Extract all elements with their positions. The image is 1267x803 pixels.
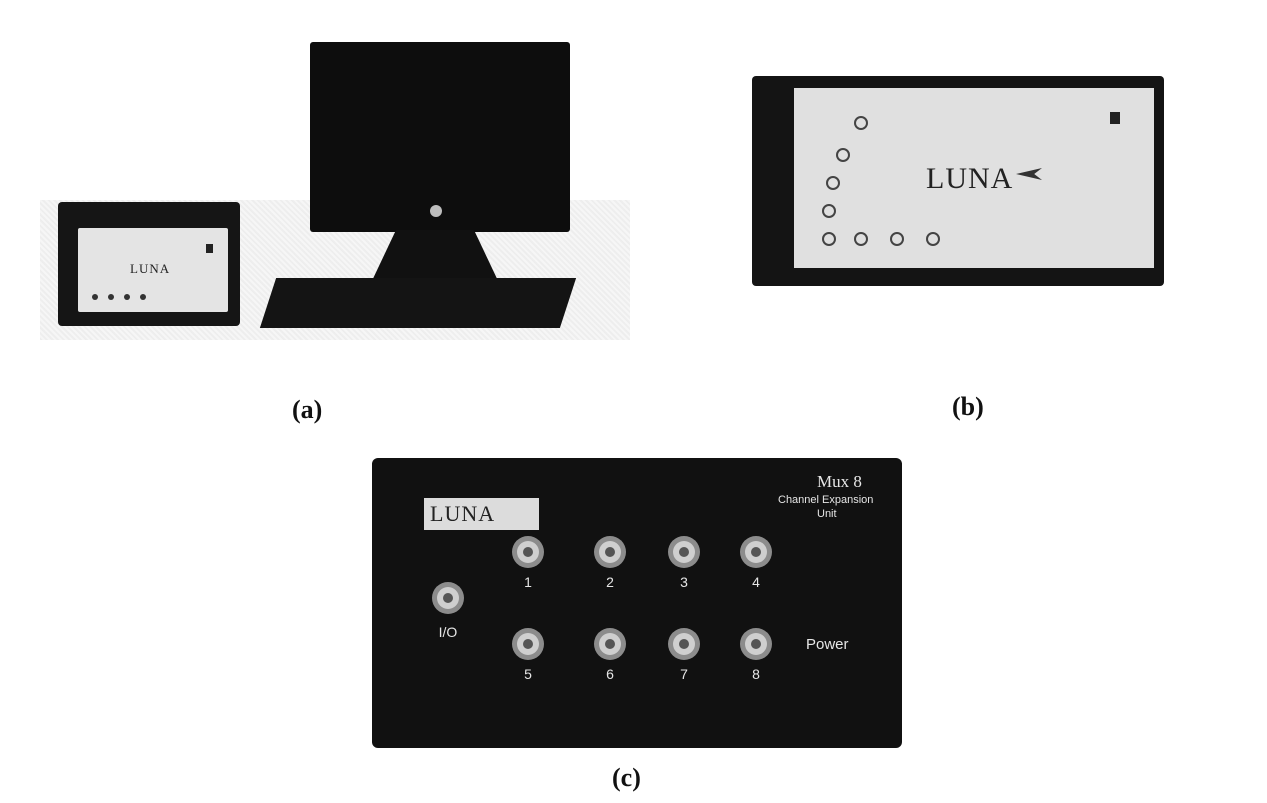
instrument-logo: LUNA — [130, 261, 171, 276]
monitor-power-icon — [430, 205, 442, 217]
power-label: Power — [806, 636, 849, 653]
panel-c: LUNA Mux 8 Channel Expansion Unit I/O 1 … — [368, 450, 903, 755]
caption-c: (c) — [612, 763, 641, 792]
connector-icon — [108, 294, 114, 300]
port-3-connector-icon — [668, 536, 700, 568]
port-5-connector-icon — [512, 628, 544, 660]
mux-subtitle-2: Unit — [817, 508, 837, 520]
connector-icon — [926, 232, 940, 246]
port-8-connector-icon — [740, 628, 772, 660]
mux-subtitle-1: Channel Expansion — [778, 494, 874, 506]
port-6-connector-icon — [594, 628, 626, 660]
port-2-label: 2 — [606, 574, 614, 590]
connector-icon — [854, 116, 868, 130]
connector-icon — [140, 294, 146, 300]
port-8-label: 8 — [752, 666, 760, 682]
port-4-label: 4 — [752, 574, 760, 590]
scanner-faceplate: LUNA — [794, 88, 1154, 268]
io-label: I/O — [438, 624, 458, 640]
scanner-logo: LUNA — [926, 162, 1014, 195]
mux-logo: LUNA — [430, 501, 496, 526]
connector-icon — [124, 294, 130, 300]
io-connector-icon — [432, 582, 464, 614]
mux-logo-plate: LUNA — [424, 498, 539, 530]
connector-icon — [836, 148, 850, 162]
port-5-label: 5 — [524, 666, 532, 682]
connector-icon — [92, 294, 98, 300]
connector-icon — [854, 232, 868, 246]
mux-title: Mux 8 — [817, 472, 862, 491]
caption-b: (b) — [952, 392, 984, 421]
port-7-label: 7 — [680, 666, 688, 682]
led-icon — [1016, 168, 1042, 180]
port-1-connector-icon — [512, 536, 544, 568]
connector-icon — [826, 176, 840, 190]
mux-box: LUNA Mux 8 Channel Expansion Unit I/O 1 … — [372, 458, 902, 748]
scanner-box: LUNA — [752, 76, 1164, 286]
connector-icon — [890, 232, 904, 246]
indicator-icon — [1110, 112, 1120, 124]
port-4-connector-icon — [740, 536, 772, 568]
led-icon — [206, 244, 213, 253]
instrument-faceplate: LUNA — [78, 228, 228, 312]
port-3-label: 3 — [680, 574, 688, 590]
port-2-connector-icon — [594, 536, 626, 568]
panel-a: LUNA — [40, 30, 630, 350]
caption-a: (a) — [292, 395, 323, 424]
panel-b: LUNA — [748, 72, 1168, 292]
port-7-connector-icon — [668, 628, 700, 660]
monitor-base — [259, 278, 577, 328]
connector-icon — [822, 204, 836, 218]
instrument-box: LUNA — [58, 202, 240, 326]
monitor-screen — [310, 42, 570, 232]
connector-icon — [822, 232, 836, 246]
port-6-label: 6 — [606, 666, 614, 682]
port-1-label: 1 — [524, 574, 532, 590]
